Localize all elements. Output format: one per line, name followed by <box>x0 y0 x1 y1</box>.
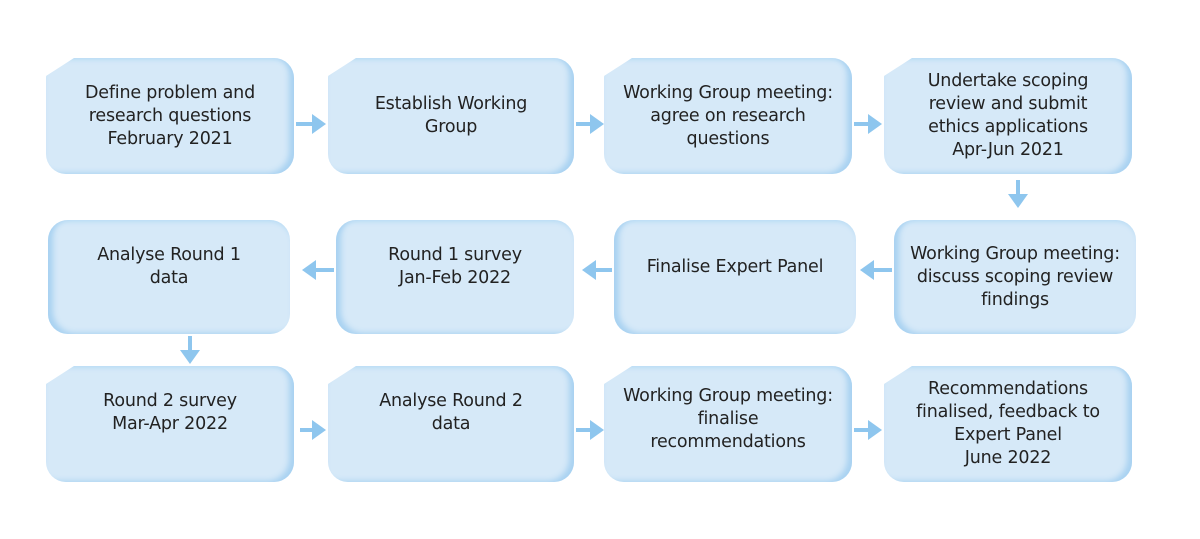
arrow-right-11-12 <box>854 420 882 440</box>
step-5-discuss-scoping-review: Working Group meeting: discuss scoping r… <box>894 220 1136 334</box>
arrow-right-10-11 <box>576 420 604 440</box>
arrow-right-2-3 <box>576 114 604 134</box>
step-5-label: Working Group meeting: discuss scoping r… <box>910 243 1120 310</box>
step-3-label: Working Group meeting: agree on research… <box>623 82 833 149</box>
step-8-label: Analyse Round 1 data <box>97 245 241 288</box>
step-9-round-2-survey: Round 2 survey Mar-Apr 2022 <box>46 366 294 482</box>
step-3-agree-research-questions: Working Group meeting: agree on research… <box>604 58 852 174</box>
step-10-analyse-round-2: Analyse Round 2 data <box>328 366 574 482</box>
step-11-label: Working Group meeting: finalise recommen… <box>623 385 833 452</box>
step-11-finalise-recommendations: Working Group meeting: finalise recommen… <box>604 366 852 482</box>
arrow-left-7-8 <box>302 260 334 280</box>
step-1-define-problem: Define problem and research questions Fe… <box>46 58 294 174</box>
arrow-left-6-7 <box>582 260 612 280</box>
step-8-analyse-round-1: Analyse Round 1 data <box>48 220 290 334</box>
step-4-scoping-review: Undertake scoping review and submit ethi… <box>884 58 1132 174</box>
step-7-label: Round 1 survey Jan-Feb 2022 <box>388 245 522 288</box>
arrow-left-5-6 <box>860 260 892 280</box>
step-10-label: Analyse Round 2 data <box>379 391 523 434</box>
arrow-down-4-5 <box>1008 180 1028 208</box>
arrow-right-1-2 <box>296 114 326 134</box>
step-12-recommendations-finalised: Recommendations finalised, feedback to E… <box>884 366 1132 482</box>
step-2-label: Establish Working Group <box>374 94 528 137</box>
step-6-label: Finalise Expert Panel <box>646 257 824 277</box>
step-4-label: Undertake scoping review and submit ethi… <box>927 71 1089 160</box>
step-7-round-1-survey: Round 1 survey Jan-Feb 2022 <box>336 220 574 334</box>
arrow-right-9-10 <box>300 420 326 440</box>
arrow-down-8-9 <box>180 336 200 364</box>
arrow-right-3-4 <box>854 114 882 134</box>
step-2-establish-working-group: Establish Working Group <box>328 58 574 174</box>
step-6-finalise-expert-panel: Finalise Expert Panel <box>614 220 856 334</box>
step-1-label: Define problem and research questions Fe… <box>85 82 255 149</box>
step-9-label: Round 2 survey Mar-Apr 2022 <box>103 391 237 434</box>
step-12-label: Recommendations finalised, feedback to E… <box>916 379 1100 468</box>
